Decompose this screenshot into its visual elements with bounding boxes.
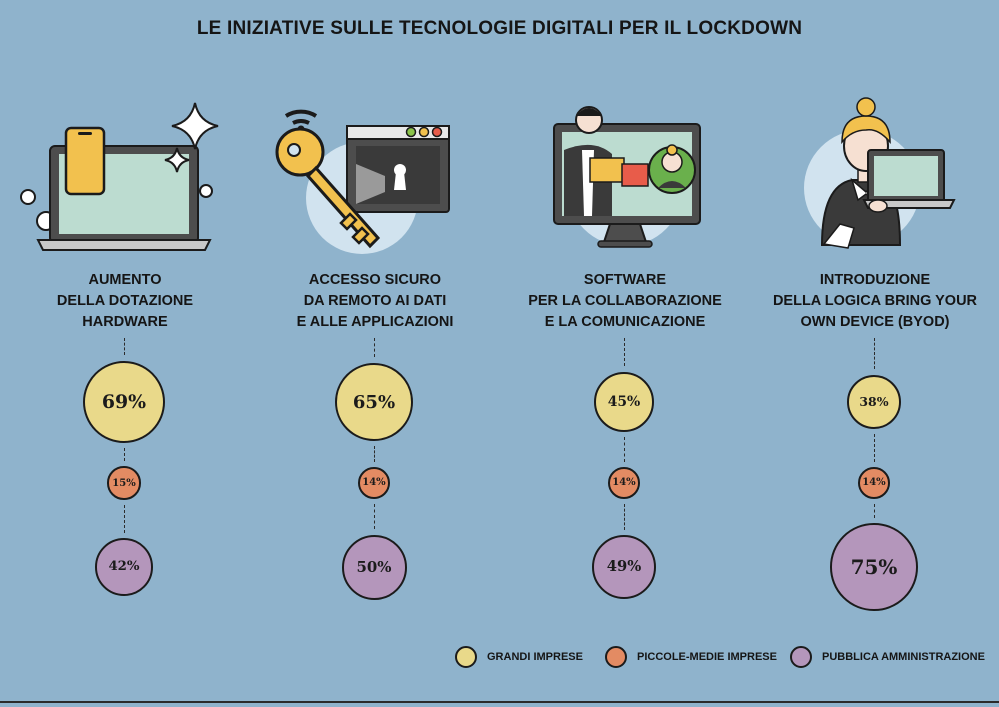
bubble-pa: 49% xyxy=(591,534,657,600)
connector-line xyxy=(374,338,375,357)
bottom-divider xyxy=(0,701,999,703)
bubble-value: 14% xyxy=(862,477,886,489)
legend-swatch xyxy=(790,646,812,668)
connector-line xyxy=(874,434,875,462)
legend-swatch xyxy=(605,646,627,668)
bubble-grandi: 45% xyxy=(593,371,655,433)
key-keyhole-icon xyxy=(275,109,450,254)
connector-line xyxy=(624,437,625,462)
bubble-pa: 75% xyxy=(830,523,918,611)
column-label: SOFTWARE PER LA COLLABORAZIONE E LA COMU… xyxy=(528,272,722,330)
legend-label: GRANDI IMPRESE xyxy=(487,651,583,663)
bubble-piccole: 14% xyxy=(607,466,641,500)
bubble-value: 45% xyxy=(607,394,641,410)
bubble-value: 14% xyxy=(612,477,636,489)
bubble-piccole: 15% xyxy=(107,466,141,500)
bubble-value: 50% xyxy=(356,558,392,576)
bubble-grandi: 69% xyxy=(82,360,166,444)
legend-item-piccole: PICCOLE-MEDIE IMPRESE xyxy=(605,645,777,669)
column-remote-access: ACCESSO SICURO DA REMOTO AI DATI E ALLE … xyxy=(250,0,500,707)
bubble-value: 38% xyxy=(859,394,889,410)
bubble-value: 42% xyxy=(108,559,140,575)
bubble-value: 65% xyxy=(352,391,396,413)
column-byod: INTRODUZIONE DELLA LOGICA BRING YOUR OWN… xyxy=(750,0,999,707)
bubble-grandi: 65% xyxy=(334,362,414,442)
connector-line xyxy=(124,504,125,534)
column-label: ACCESSO SICURO DA REMOTO AI DATI E ALLE … xyxy=(296,272,454,330)
bubble-value: 49% xyxy=(606,558,642,576)
connector-line xyxy=(374,446,375,462)
connector-line xyxy=(124,448,125,462)
connector-line xyxy=(874,338,875,369)
bubble-value: 14% xyxy=(362,477,386,489)
chart-title: LE INIZIATIVE SULLE TECNOLOGIE DIGITALI … xyxy=(196,18,803,39)
column-hardware: AUMENTO DELLA DOTAZIONE HARDWARE 69% 15% 4… xyxy=(0,0,250,707)
laptop-phone-icon xyxy=(20,102,219,251)
connector-line xyxy=(624,338,625,366)
bubble-piccole: 14% xyxy=(357,466,391,500)
connector-line xyxy=(124,338,125,355)
bubble-piccole: 14% xyxy=(857,466,891,500)
bubble-pa: 42% xyxy=(95,538,153,596)
legend-label: PICCOLE-MEDIE IMPRESE xyxy=(637,651,777,663)
column-label: AUMENTO DELLA DOTAZIONE HARDWARE xyxy=(56,272,194,330)
bubble-value: 75% xyxy=(850,555,898,579)
column-collaboration: SOFTWARE PER LA COLLABORAZIONE E LA COMU… xyxy=(500,0,750,707)
bubble-grandi: 38% xyxy=(846,374,902,430)
connector-line xyxy=(874,504,875,519)
bubble-value: 69% xyxy=(101,390,147,413)
connector-line xyxy=(624,504,625,530)
bubble-value: 15% xyxy=(112,477,136,489)
legend-item-pa: PUBBLICA AMMINISTRAZIONE xyxy=(790,645,985,669)
person-laptop-icon xyxy=(804,97,956,249)
column-label: INTRODUZIONE DELLA LOGICA BRING YOUR OWN… xyxy=(772,272,978,330)
connector-line xyxy=(374,504,375,530)
legend-item-grandi: GRANDI IMPRESE xyxy=(455,645,583,669)
legend-swatch xyxy=(455,646,477,668)
legend-label: PUBBLICA AMMINISTRAZIONE xyxy=(822,651,985,663)
bubble-pa: 50% xyxy=(341,534,407,600)
monitor-collaboration-icon xyxy=(553,106,701,248)
